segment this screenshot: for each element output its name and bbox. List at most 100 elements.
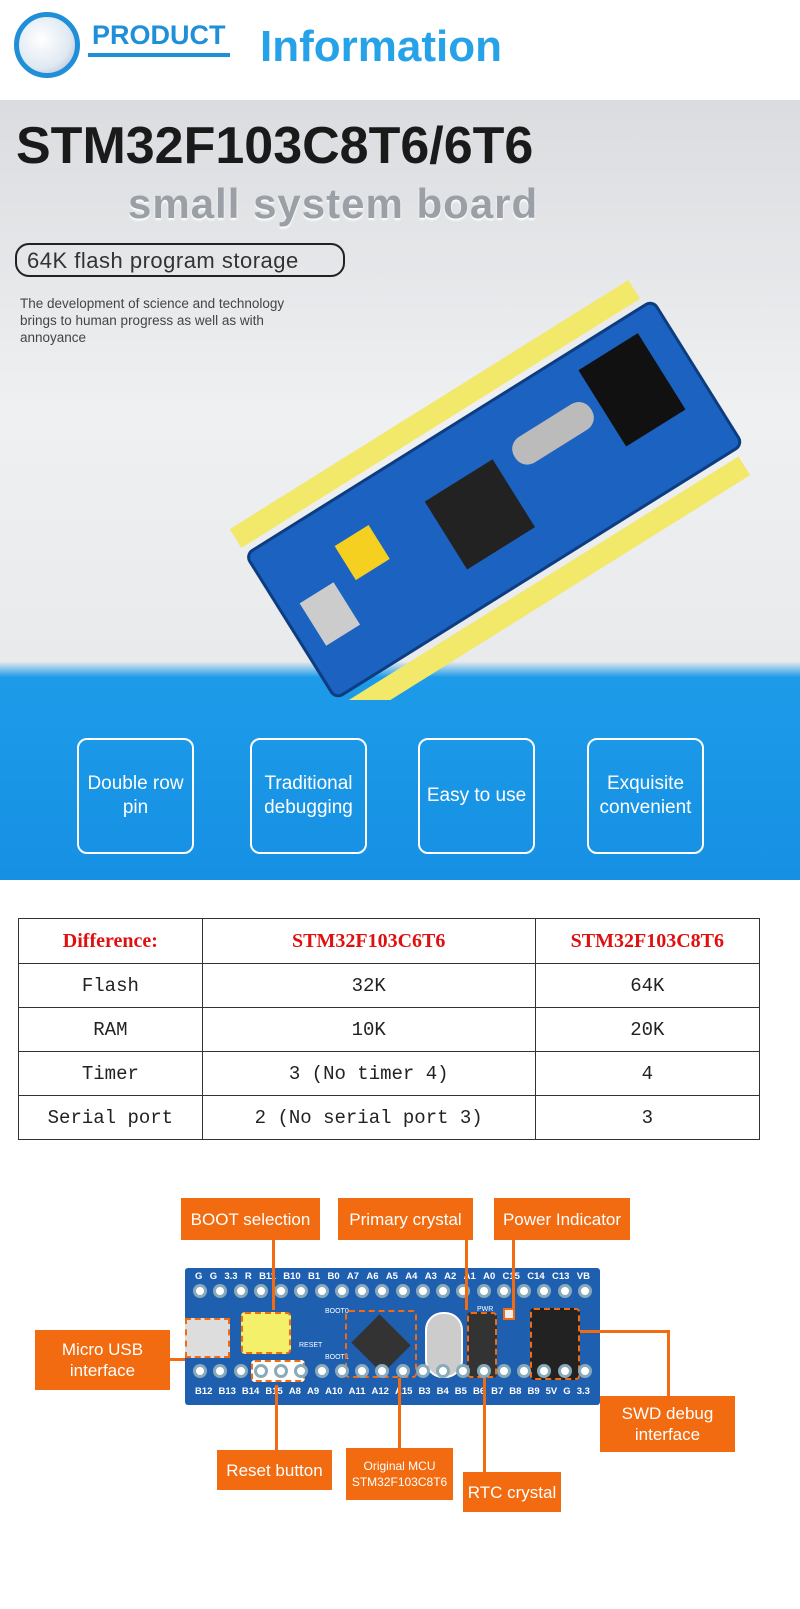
cell: 2 (No serial port 3) xyxy=(201,1095,536,1140)
cell: Serial port xyxy=(18,1095,203,1140)
comparison-table: Difference: STM32F103C6T6 STM32F103C8T6 … xyxy=(18,918,761,1140)
pin-label: A5 xyxy=(385,1271,398,1282)
usb-port-icon xyxy=(185,1318,230,1358)
table-header-row: Difference: STM32F103C6T6 STM32F103C8T6 xyxy=(18,918,761,964)
pin-hole xyxy=(253,1284,268,1298)
pin-hole xyxy=(557,1284,572,1298)
pin-label: B13 xyxy=(218,1386,236,1397)
pin-label: A7 xyxy=(346,1271,360,1282)
boot-jumpers xyxy=(334,524,390,581)
bottom-pin-labels: B12B13B14B15A8A9A10A11A12A15B3B4B5B6B7B8… xyxy=(185,1386,600,1397)
cell: 3 xyxy=(534,1095,761,1140)
pin-label: G xyxy=(209,1271,218,1282)
mcu-chip xyxy=(424,459,535,570)
pin-hole xyxy=(496,1284,511,1298)
cell: RAM xyxy=(18,1007,203,1052)
pin-header-bottom xyxy=(339,456,751,700)
crystal xyxy=(512,402,594,465)
pin-hole xyxy=(193,1364,207,1378)
reset-mark: RESET xyxy=(299,1342,323,1349)
pin-label: A0 xyxy=(483,1271,496,1282)
pin-label: A11 xyxy=(348,1386,366,1397)
cell: 64K xyxy=(534,963,761,1008)
feature-easy-to-use: Easy to use xyxy=(418,738,535,854)
description: The development of science and technolog… xyxy=(20,296,285,345)
pin-label: A4 xyxy=(405,1271,418,1282)
label-power-indicator: Power Indicator xyxy=(494,1198,630,1240)
cell: 32K xyxy=(201,963,536,1008)
pin-hole xyxy=(314,1284,329,1298)
pin-label: A8 xyxy=(288,1386,301,1397)
pin-hole xyxy=(415,1364,430,1378)
pin-label: B0 xyxy=(327,1271,340,1282)
pin-label: C15 xyxy=(503,1271,520,1282)
pin-label: C14 xyxy=(527,1271,545,1282)
label-swd-debug: SWD debug interface xyxy=(600,1396,735,1452)
pin-hole xyxy=(496,1364,511,1378)
pin-label: 3.3 xyxy=(224,1271,238,1282)
pin-label: B8 xyxy=(509,1386,522,1397)
header: PRODUCT Information xyxy=(0,0,800,100)
cell: Timer xyxy=(18,1051,203,1096)
pin-hole xyxy=(577,1284,592,1298)
pin-label: B10 xyxy=(283,1271,301,1282)
pin-hole xyxy=(395,1284,410,1298)
swd-leader-line-v xyxy=(667,1330,670,1396)
pin-hole xyxy=(517,1364,531,1378)
pin-label: 3.3 xyxy=(576,1386,590,1397)
power-led-icon xyxy=(503,1308,515,1320)
swd-header xyxy=(578,333,686,447)
pin-label: B5 xyxy=(454,1386,467,1397)
pin-hole xyxy=(456,1364,471,1378)
bottom-pin-holes xyxy=(185,1364,600,1378)
pin-label: A9 xyxy=(306,1386,320,1397)
label-primary-crystal: Primary crystal xyxy=(338,1198,473,1240)
pin-label: G xyxy=(563,1386,571,1397)
pin-label: B4 xyxy=(436,1386,449,1397)
feature-traditional-debugging: Traditional debugging xyxy=(250,738,367,854)
pin-hole xyxy=(375,1284,390,1298)
pin-label: B15 xyxy=(265,1386,282,1397)
top-pin-labels: GG3.3RB11B10B1B0A7A6A5A4A3A2A1A0C15C14C1… xyxy=(185,1268,600,1282)
reset-leader-line xyxy=(275,1385,278,1450)
pin-hole xyxy=(274,1364,288,1378)
pin-hole xyxy=(375,1364,390,1378)
label-reset-button: Reset button xyxy=(217,1450,332,1490)
pin-hole xyxy=(577,1364,592,1378)
pin-label: B11 xyxy=(259,1271,276,1282)
mcu-leader-line xyxy=(398,1378,401,1448)
pin-hole xyxy=(415,1284,430,1298)
pin-hole xyxy=(456,1284,471,1298)
pin-hole xyxy=(334,1364,349,1378)
feature-double-row-pin: Double row pin xyxy=(77,738,194,854)
pin-hole xyxy=(314,1364,329,1378)
crystal-leader-line xyxy=(465,1240,468,1310)
pin-hole xyxy=(355,1364,369,1378)
pin-label: B7 xyxy=(491,1386,504,1397)
pin-hole xyxy=(436,1284,450,1298)
product-badge: PRODUCT xyxy=(88,20,230,57)
pin-label: A6 xyxy=(366,1271,379,1282)
pin-hole xyxy=(557,1364,572,1378)
pin-hole xyxy=(253,1364,268,1378)
pin-label: A2 xyxy=(444,1271,457,1282)
pwr-mark: PWR xyxy=(477,1306,494,1313)
pin-hole xyxy=(436,1364,450,1378)
pin-header-top xyxy=(230,280,640,548)
pin-hole xyxy=(395,1364,410,1378)
board-photo xyxy=(230,280,751,700)
pin-hole xyxy=(334,1284,349,1298)
boot1-mark: BOOT1 xyxy=(325,1354,349,1361)
cell: 4 xyxy=(534,1051,761,1096)
pin-hole xyxy=(537,1284,552,1298)
pin-hole xyxy=(233,1284,248,1298)
header-c8t6: STM32F103C8T6 xyxy=(534,918,761,964)
swd-leader-line xyxy=(580,1330,670,1333)
pin-hole xyxy=(193,1284,207,1298)
label-rtc-crystal: RTC crystal xyxy=(463,1472,561,1512)
pin-label: C13 xyxy=(552,1271,570,1282)
pin-hole xyxy=(517,1284,531,1298)
